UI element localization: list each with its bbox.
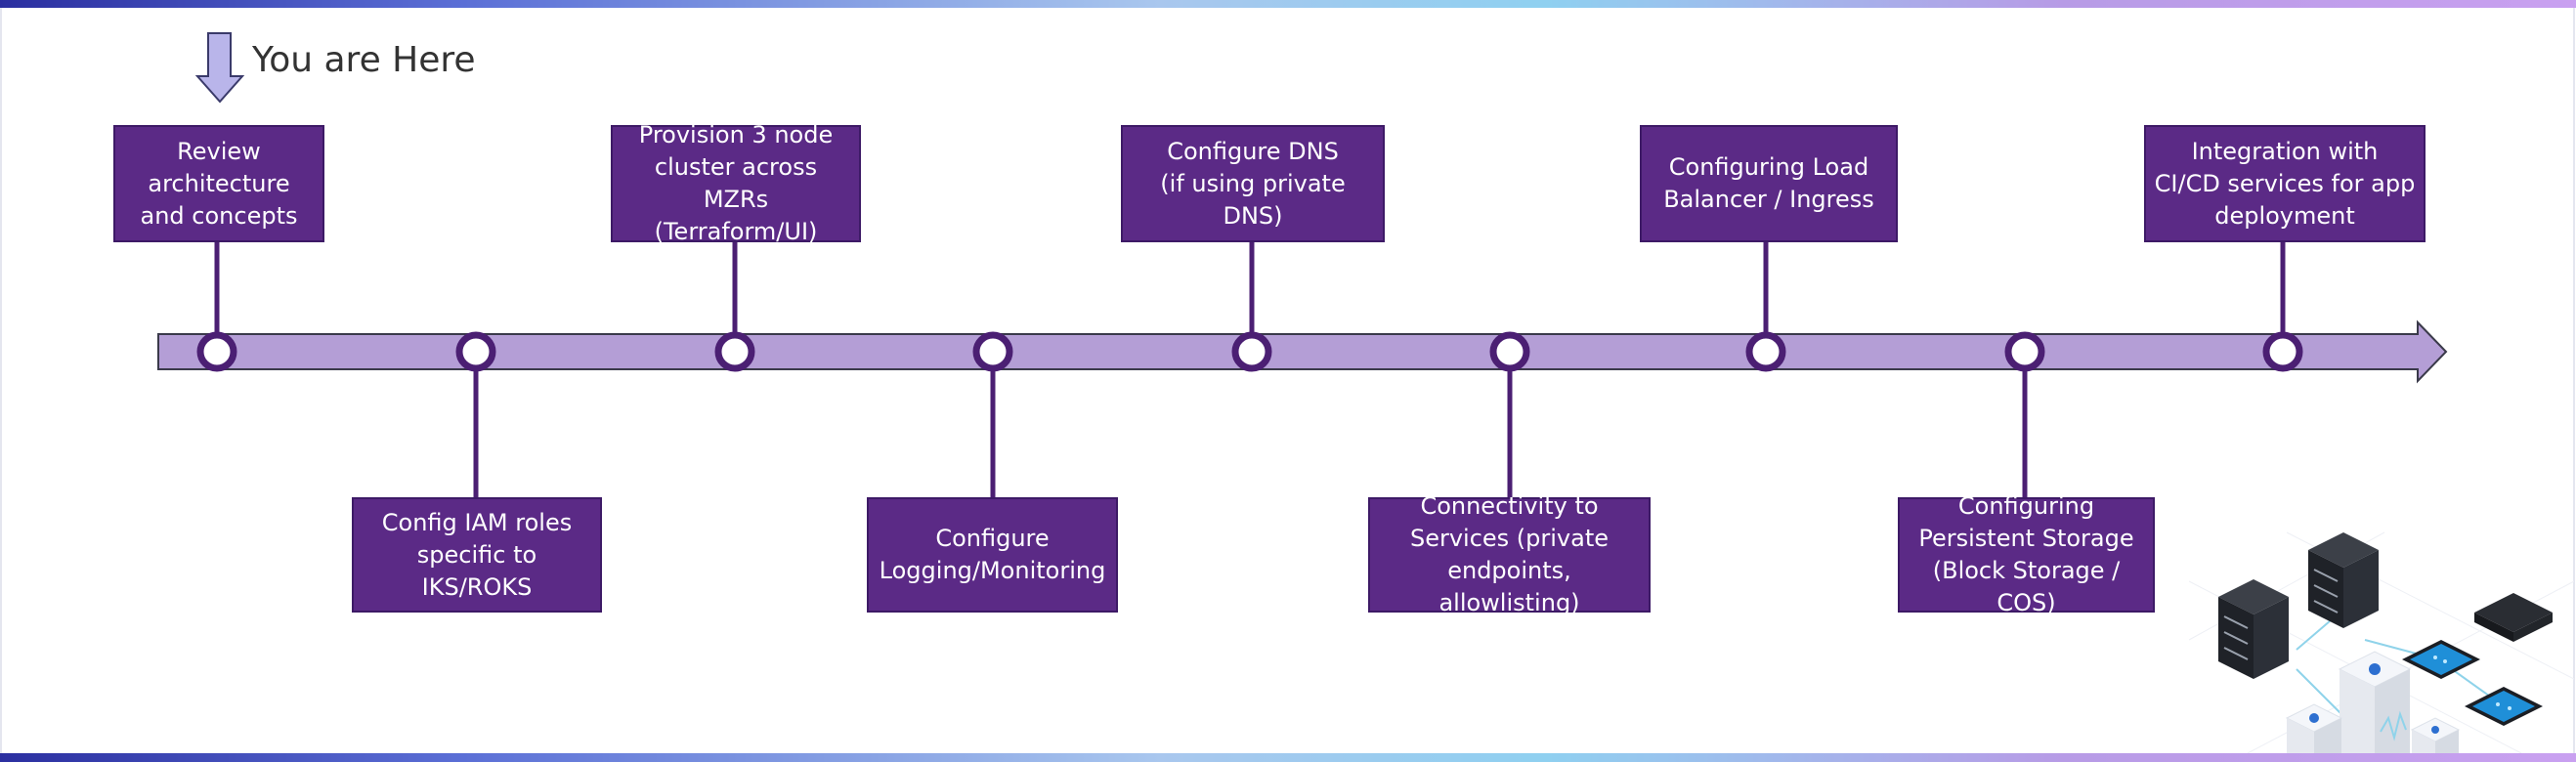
step-box-configure-dns: Configure DNS (if using private DNS) [1121,125,1385,242]
you-are-here-label: You are Here [252,40,476,80]
down-arrow-icon [194,32,245,104]
milestone-6 [1489,331,1530,372]
step-box-config-iam: Config IAM roles specific to IKS/ROKS [352,497,602,613]
right-border [2573,8,2575,753]
milestone-8 [2004,331,2045,372]
step-box-persistent-storage: Configuring Persistent Storage (Block St… [1898,492,2155,616]
step-box-provision-cluster: Provision 3 node cluster across MZRs (Te… [611,121,861,245]
milestone-2 [455,331,496,372]
milestone-9 [2262,331,2303,372]
timeline-arrow [157,319,2448,384]
isometric-servers-icon [2189,531,2574,753]
step-box-logging-monitoring: Configure Logging/Monitoring [867,497,1118,613]
milestone-7 [1745,331,1786,372]
step-box-connectivity: Connectivity to Services (private endpoi… [1368,492,1651,616]
step-box-load-balancer: Configuring Load Balancer / Ingress [1640,125,1898,242]
milestone-4 [972,331,1013,372]
milestone-3 [714,331,755,372]
top-gradient-band [0,0,2576,8]
left-border [0,8,2,753]
step-box-cicd-integration: Integration with CI/CD services for app … [2144,125,2426,242]
bottom-gradient-band [0,753,2576,762]
milestone-1 [196,331,237,372]
milestone-5 [1231,331,1272,372]
step-box-review-architecture: Review architecture and concepts [113,125,324,242]
